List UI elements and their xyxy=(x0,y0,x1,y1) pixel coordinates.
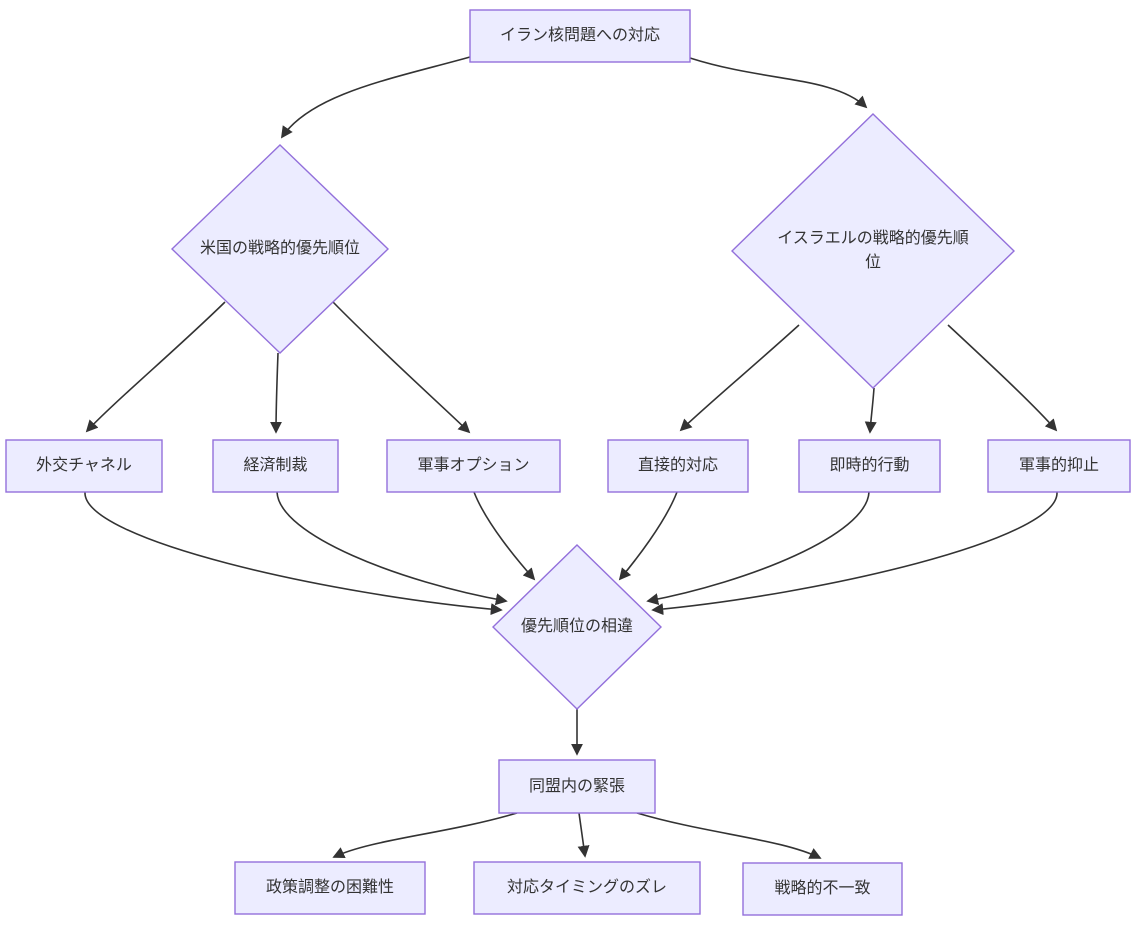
node-direct-response-shape xyxy=(607,439,749,493)
node-layer xyxy=(5,9,1131,916)
node-israel-shape xyxy=(730,113,1016,389)
edge-root-israel xyxy=(689,57,868,109)
node-timing-gap-shape xyxy=(473,861,701,915)
edge-direct-response-priority-gap xyxy=(618,491,678,581)
edge-root-us xyxy=(280,56,471,139)
node-sanctions-shape xyxy=(212,439,339,493)
node-direct-response-label: 直接的対応 xyxy=(637,457,718,474)
edge-us-military-option xyxy=(332,301,471,434)
node-root-label: イラン核問題への対応 xyxy=(499,27,660,44)
edge-military-deterrence-priority-gap xyxy=(651,491,1058,616)
edge-israel-immediate-action xyxy=(864,387,877,434)
node-military-option-shape xyxy=(386,439,561,493)
edge-military-option-priority-gap xyxy=(473,491,536,581)
edge-diplomacy-priority-gap xyxy=(84,491,503,616)
node-priority-gap-label: 優先順位の相違 xyxy=(520,618,633,635)
node-sanctions-label: 経済制裁 xyxy=(243,457,308,474)
edge-israel-direct-response xyxy=(679,324,800,432)
node-priority-gap-shape xyxy=(491,544,663,710)
node-israel-label: イスラエルの戦略的優先順位 xyxy=(777,230,969,271)
node-diplomacy-shape xyxy=(5,439,163,493)
node-military-option-label: 軍事オプション xyxy=(417,457,530,474)
node-strategic-mismatch-label: 戦略的不一致 xyxy=(774,880,871,897)
node-diplomacy-label: 外交チャネル xyxy=(36,457,132,474)
node-strategic-mismatch-shape xyxy=(742,862,903,916)
edge-us-diplomacy xyxy=(85,301,226,433)
edge-alliance-tension-policy-difficulty xyxy=(332,812,518,859)
node-military-deterrence-shape xyxy=(987,439,1131,493)
node-alliance-tension-label: 同盟内の緊張 xyxy=(528,777,625,795)
edge-israel-military-deterrence xyxy=(947,324,1058,432)
edge-alliance-tension-timing-gap xyxy=(577,812,590,858)
node-us-label: 米国の戦略的優先順位 xyxy=(199,240,360,257)
node-alliance-tension-shape xyxy=(498,759,656,814)
edge-sanctions-priority-gap xyxy=(276,491,508,606)
edge-alliance-tension-strategic-mismatch xyxy=(636,812,822,859)
node-policy-difficulty-label: 政策調整の困難性 xyxy=(265,879,394,896)
node-immediate-action-label: 即時的行動 xyxy=(829,457,910,474)
edge-layer xyxy=(84,56,1058,859)
node-root-shape xyxy=(469,9,691,63)
node-military-deterrence-label: 軍事的抑止 xyxy=(1018,457,1099,474)
node-us-shape xyxy=(170,144,390,354)
edge-immediate-action-priority-gap xyxy=(646,491,870,605)
node-immediate-action-shape xyxy=(798,439,941,493)
node-policy-difficulty-shape xyxy=(234,861,426,915)
node-timing-gap-label: 対応タイミングのズレ xyxy=(506,879,667,896)
edge-us-sanctions xyxy=(270,352,283,434)
